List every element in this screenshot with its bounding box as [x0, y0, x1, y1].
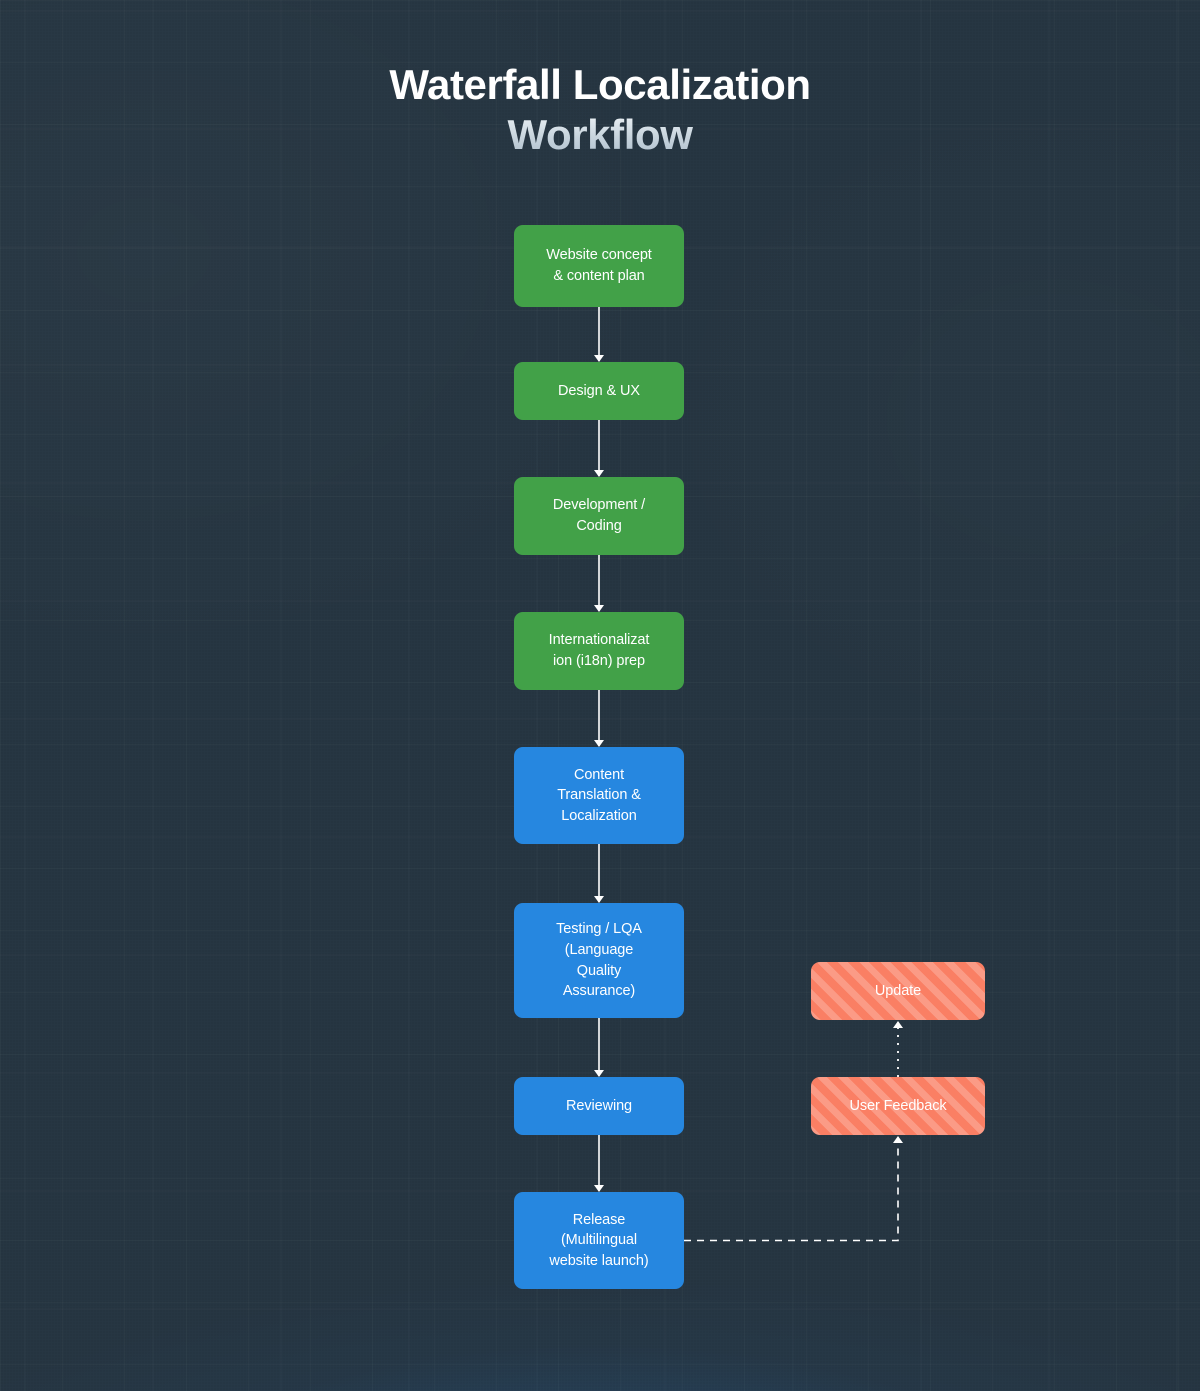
connector-release-feedback	[684, 1136, 903, 1242]
connector-concept-design	[594, 307, 604, 362]
background-blue-glow	[0, 751, 1200, 1391]
node-label: Release (Multilingual website launch)	[549, 1211, 649, 1269]
node-label: Development / Coding	[552, 497, 646, 534]
arrowhead-down-icon	[594, 740, 604, 747]
node-label: Website concept & content plan	[546, 247, 652, 284]
connector-i18n-translate	[594, 690, 604, 747]
arrowhead-down-icon	[594, 1185, 604, 1192]
page-title: Waterfall Localization Workflow	[0, 60, 1200, 159]
node-label: Update	[874, 982, 922, 999]
node-dev[interactable]: Development / Coding	[514, 477, 684, 555]
connector-line-dashed	[684, 1143, 899, 1242]
node-release[interactable]: Release (Multilingual website launch)	[514, 1192, 684, 1289]
arrowhead-up-icon	[893, 1136, 903, 1143]
node-feedback[interactable]: User Feedback	[811, 1077, 985, 1135]
connector-lqa-review	[594, 1018, 604, 1077]
node-review[interactable]: Reviewing	[514, 1077, 684, 1135]
arrowhead-down-icon	[594, 605, 604, 612]
node-design[interactable]: Design & UX	[514, 362, 684, 420]
connector-review-release	[594, 1135, 604, 1192]
node-lqa[interactable]: Testing / LQA (Language Quality Assuranc…	[514, 903, 684, 1018]
node-label: Testing / LQA (Language Quality Assuranc…	[556, 921, 642, 1000]
node-label: User Feedback	[849, 1097, 947, 1114]
page-title-line-1: Waterfall Localization	[389, 61, 811, 108]
connector-feedback-update	[893, 1021, 903, 1077]
connector-dev-i18n	[594, 555, 604, 612]
node-label: Internationalizat ion (i18n) prep	[548, 632, 650, 669]
connector-design-dev	[594, 420, 604, 477]
arrowhead-down-icon	[594, 896, 604, 903]
arrowhead-down-icon	[594, 470, 604, 477]
node-update[interactable]: Update	[811, 962, 985, 1020]
node-translate[interactable]: Content Translation & Localization	[514, 747, 684, 844]
page-title-line-2: Workflow	[0, 110, 1200, 160]
node-label: Content Translation & Localization	[557, 766, 641, 824]
node-concept[interactable]: Website concept & content plan	[514, 225, 684, 307]
node-label: Design & UX	[558, 382, 640, 399]
arrowhead-down-icon	[594, 1070, 604, 1077]
node-i18n[interactable]: Internationalizat ion (i18n) prep	[514, 612, 684, 690]
arrowhead-down-icon	[594, 355, 604, 362]
connector-translate-lqa	[594, 844, 604, 903]
node-label: Reviewing	[566, 1097, 632, 1114]
arrowhead-up-icon	[893, 1021, 903, 1028]
